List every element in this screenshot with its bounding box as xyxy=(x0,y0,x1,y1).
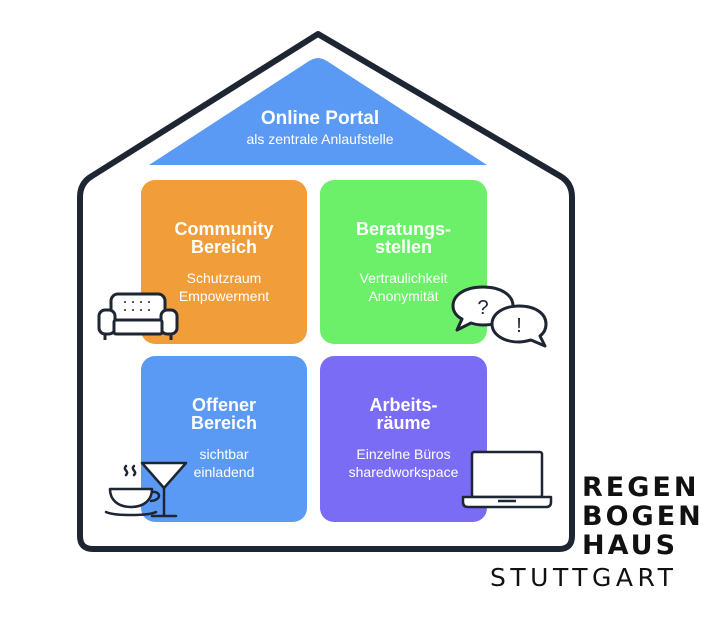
tile-title: Community Bereich xyxy=(174,219,274,257)
roof-subtitle: als zentrale Anlaufstelle xyxy=(246,131,394,147)
sofa-icon xyxy=(97,292,179,340)
tile-line: sharedworkspace xyxy=(348,464,459,480)
tile-line: Anonymität xyxy=(368,288,439,304)
roof-label: Online Portal als zentrale Anlaufstelle xyxy=(150,108,490,148)
speech-bubbles-icon: ? ! xyxy=(451,285,548,348)
logo-city: STUTTGART xyxy=(490,563,678,592)
logo-word: BOGEN xyxy=(582,501,704,532)
tile-line: Empowerment xyxy=(178,288,270,304)
tile-arbeitsraeume: Arbeits- räume Einzelne Büros sharedwork… xyxy=(320,356,487,522)
exclamation-mark: ! xyxy=(516,315,522,337)
coffee-cup-icon xyxy=(104,461,188,518)
cocktail-glass-icon xyxy=(140,461,188,490)
roof-title: Online Portal xyxy=(260,108,380,129)
tile-line: Vertraulichkeit xyxy=(359,270,448,286)
roof-triangle xyxy=(149,58,487,165)
tile-line: Schutzraum xyxy=(186,270,262,286)
tile-offener-bereich: Offener Bereich sichtbar einladend xyxy=(141,356,307,522)
laptop-icon xyxy=(461,450,553,509)
logo-word: HAUS xyxy=(582,530,679,561)
question-mark: ? xyxy=(477,297,488,319)
tile-title: Beratungs- stellen xyxy=(355,219,451,257)
tile-line: sichtbar xyxy=(199,446,249,462)
tile-title: Arbeits- räume xyxy=(369,395,438,433)
tile-title: Offener Bereich xyxy=(190,395,258,433)
tile-line: einladend xyxy=(193,464,255,480)
regenbogenhaus-logo: REGEN BOGEN HAUS xyxy=(582,472,704,561)
logo-word: REGEN xyxy=(582,472,700,503)
tile-line: Einzelne Büros xyxy=(356,446,451,462)
